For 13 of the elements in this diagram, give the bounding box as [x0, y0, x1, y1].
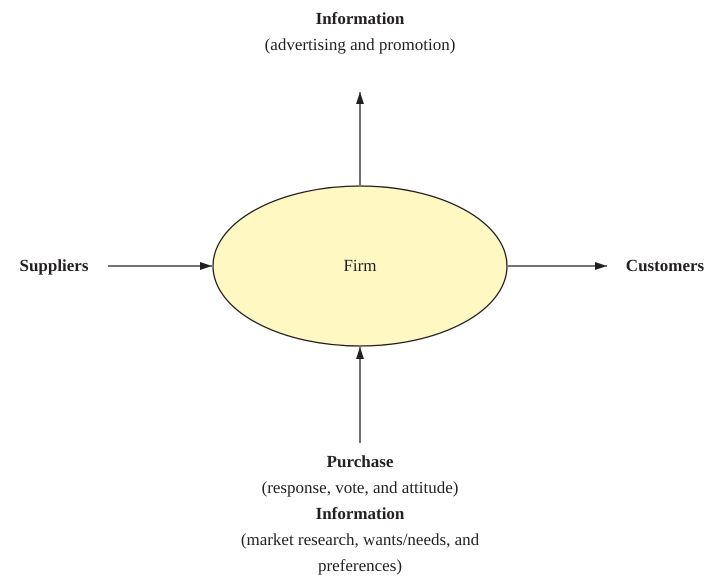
heading-label: Information	[314, 503, 406, 525]
description-text: (advertising and promotion)	[264, 34, 456, 56]
arrow	[356, 92, 364, 185]
heading-label: Customers	[624, 255, 706, 277]
heading-label: Suppliers	[18, 255, 90, 277]
description-text: Firm	[343, 255, 377, 277]
heading-label: Information	[314, 8, 406, 30]
description-text: (market research, wants/needs, and preferences)	[240, 529, 480, 577]
arrow	[356, 347, 364, 443]
arrow	[108, 262, 212, 270]
arrow	[508, 262, 607, 270]
heading-label: Purchase	[326, 451, 394, 473]
description-text: (response, vote, and attitude)	[260, 477, 460, 499]
